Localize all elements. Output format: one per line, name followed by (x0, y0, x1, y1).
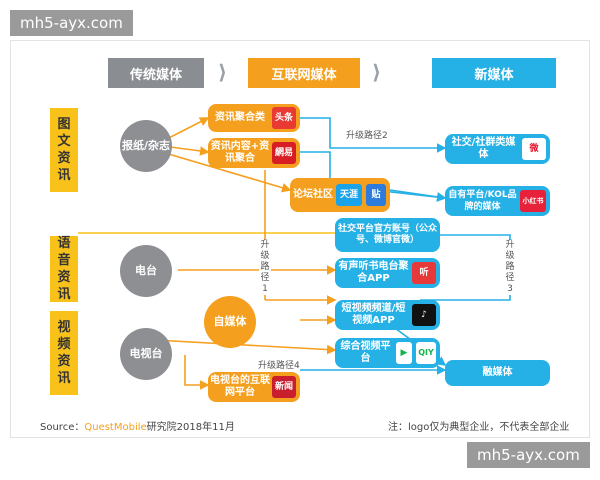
box-content-aggregation: 资讯内容+资讯聚合 網易 (208, 138, 300, 168)
box-label: 社交/社群类媒体 (451, 137, 516, 160)
box-label: 社交平台官方账号（公众号、微博官微） (337, 224, 437, 245)
tencent-video-icon: ▶ (396, 342, 412, 364)
circle-label: 自媒体 (213, 315, 247, 328)
path2-line (300, 117, 447, 153)
tieba-icon: 贴 (366, 184, 386, 206)
category-graphic: 图文资讯 (50, 108, 78, 192)
box-fusion-media: 融媒体 (445, 360, 550, 386)
label-path-4: 升级路径4 (258, 358, 300, 371)
label-path-2: 升级路径2 (346, 131, 388, 141)
tiktok-icon: ♪ (412, 304, 436, 326)
label-path-3: 升级路径3 (504, 240, 516, 295)
watermark-bottom: mh5-ayx.com (467, 442, 590, 468)
header-new-media: 新媒体 (432, 58, 556, 88)
chevron-right-icon: ⟩ (218, 60, 228, 84)
tianya-icon: 天涯 (336, 184, 362, 206)
netease-icon: 網易 (272, 142, 296, 164)
circle-label: 报纸/杂志 (121, 139, 171, 152)
label-path-1: 升级路径1 (259, 240, 271, 295)
category-audio: 语音资讯 (50, 236, 78, 302)
box-label: 综合视频平台 (340, 341, 391, 364)
ting-icon: 听 (412, 262, 436, 284)
box-label: 融媒体 (482, 367, 513, 378)
iqiyi-icon: QIY (416, 342, 436, 364)
watermark-top: mh5-ayx.com (10, 10, 133, 36)
header-internet-media: 互联网媒体 (248, 58, 360, 88)
box-forum: 论坛社区 天涯 贴 (290, 178, 390, 212)
box-social-official: 社交平台官方账号（公众号、微博官微） (335, 218, 440, 252)
box-label: 短视频频道/短视频APP (341, 303, 406, 326)
box-social-media: 社交/社群类媒体 微 (445, 134, 550, 164)
box-label: 电视台的互联网平台 (210, 375, 270, 398)
circle-tv: 电视台 (120, 328, 172, 380)
chevron-right-icon: ⟩ (372, 60, 382, 84)
news-icon: 新闻 (272, 376, 296, 398)
box-label: 资讯聚合类 (215, 112, 265, 123)
box-label: 资讯内容+资讯聚合 (210, 141, 270, 164)
source-brand: QuestMobile (84, 422, 147, 433)
logo-note: 注：logo仅为典型企业，不代表全部企业 (388, 422, 570, 433)
weibo-icon: 微 (522, 138, 546, 160)
box-short-video: 短视频频道/短视频APP ♪ (335, 300, 440, 330)
box-audio-app: 有声听书电台聚合APP 听 (335, 258, 440, 288)
toutiao-icon: 头条 (272, 107, 296, 129)
source-suffix: 研究院2018年11月 (146, 422, 235, 433)
box-label: 论坛社区 (293, 189, 333, 200)
circle-radio: 电台 (120, 245, 172, 297)
category-video: 视频资讯 (50, 311, 78, 395)
circle-label: 电视台 (129, 347, 163, 360)
xiaohongshu-icon: 小红书 (520, 190, 546, 212)
source-prefix: Source： (40, 422, 85, 433)
circle-label: 电台 (135, 264, 157, 277)
header-traditional-media: 传统媒体 (108, 58, 204, 88)
box-info-aggregation: 资讯聚合类 头条 (208, 104, 300, 132)
box-video-platform: 综合视频平台 ▶ QIY (335, 338, 440, 368)
circle-newspaper: 报纸/杂志 (120, 120, 172, 172)
box-label: 自有平台/KOL品牌的媒体 (448, 190, 517, 212)
source-footer: Source：QuestMobile研究院2018年11月 (40, 418, 235, 433)
box-tv-network: 电视台的互联网平台 新闻 (208, 372, 300, 402)
box-label: 有声听书电台聚合APP (338, 261, 409, 284)
box-kol-media: 自有平台/KOL品牌的媒体 小红书 (445, 186, 550, 216)
circle-self-media: 自媒体 (204, 296, 256, 348)
